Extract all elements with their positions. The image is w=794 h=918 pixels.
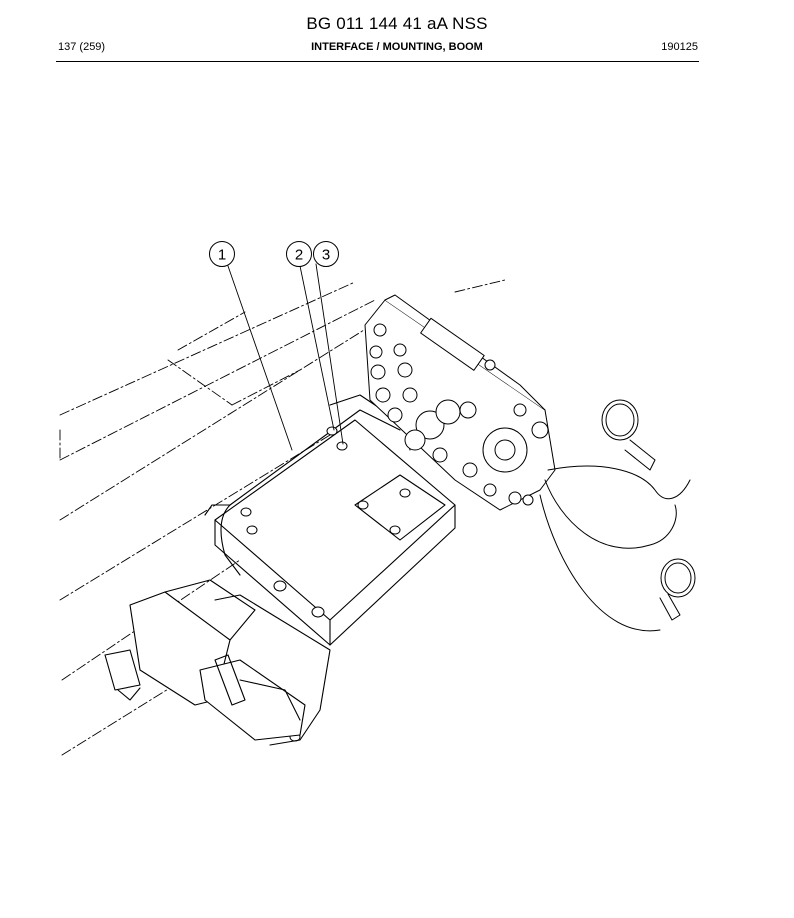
callout-3-label: 3 [322,247,330,264]
document-code: 190125 [661,41,698,53]
document-title: BG 011 144 41 aA NSS [306,14,488,33]
callout-1: 1 [209,241,235,267]
lower-clamp-assembly [104,579,331,746]
hydraulic-valve-block [364,294,556,511]
header-rule [56,61,699,62]
section-title: INTERFACE / MOUNTING, BOOM [311,41,483,53]
callout-leaders [227,263,344,451]
callout-2: 2 [286,241,312,267]
callout-1-label: 1 [218,247,226,264]
callout-3: 3 [313,241,339,267]
page-number: 137 (259) [58,41,106,53]
hose-cables [539,399,696,632]
callout-2-label: 2 [295,247,303,264]
bracket-bolts [240,426,411,742]
